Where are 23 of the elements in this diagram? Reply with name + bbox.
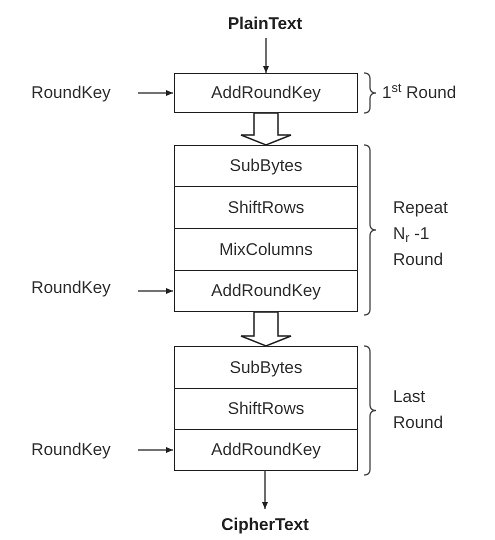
arrow <box>138 90 173 96</box>
arrow <box>138 288 173 294</box>
round-label: Last Round <box>393 386 444 434</box>
arrow <box>138 447 173 453</box>
arrow <box>262 471 268 509</box>
input-label: RoundKey <box>8 276 134 300</box>
arrow <box>263 38 269 73</box>
process-box: ShiftRows <box>174 388 358 430</box>
input-label: RoundKey <box>8 81 134 105</box>
round-label: Repeat N$_{r}$ -1 Round <box>393 197 449 271</box>
process-box: AddRoundKey <box>174 429 358 471</box>
process-box: SubBytes <box>174 346 358 389</box>
block-arrow <box>240 311 292 347</box>
text-label: CipherText <box>200 513 330 537</box>
process-box: AddRoundKey <box>174 270 358 312</box>
text-label: PlainText <box>200 12 330 36</box>
process-box: MixColumns <box>174 228 358 271</box>
process-box: SubBytes <box>174 145 358 187</box>
block-arrow <box>240 112 292 146</box>
round-label: 1$^{st}$ Round <box>382 80 456 104</box>
input-label: RoundKey <box>8 438 134 462</box>
process-box: AddRoundKey <box>174 73 358 113</box>
process-box: ShiftRows <box>174 186 358 229</box>
